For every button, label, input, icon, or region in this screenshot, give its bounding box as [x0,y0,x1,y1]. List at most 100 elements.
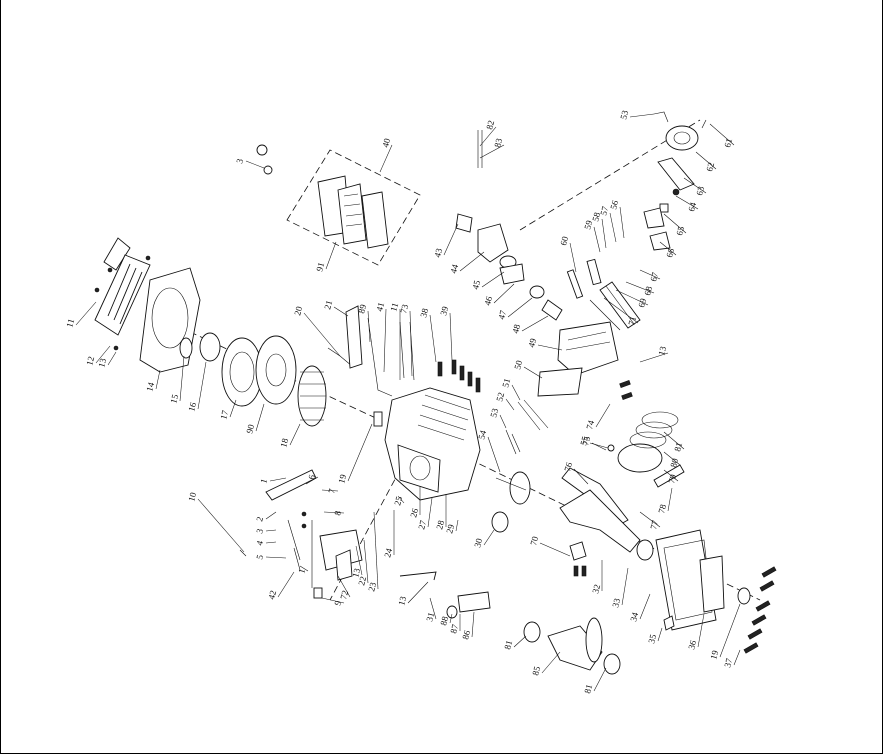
callout-leader-39 [449,312,453,361]
callout-label-46: 46 [482,295,494,307]
callout-leader-17 [229,399,237,418]
callout-label-76: 76 [562,461,574,473]
callout-label-89: 89 [356,303,368,315]
callout-label-40: 40 [380,137,392,149]
callout-leader-78 [667,487,673,512]
callout-label-24: 24 [382,547,394,559]
callout-leader-77 [639,511,661,528]
callout-leader-6 [305,476,319,485]
callout-leader-33 [621,567,629,606]
callout-leader-3 [265,529,277,532]
callout-leader-45 [481,271,505,288]
callout-leader-10 [197,498,245,553]
callout-leader-71 [603,297,639,324]
callout-label-11: 11 [64,318,76,329]
callout-label-48: 48 [510,323,522,335]
callout-leader-1 [299,565,309,572]
callout-leader-23 [373,511,379,590]
callout-leader-61 [709,123,735,146]
callout-leader-44 [459,251,485,272]
callout-label-19: 19 [708,649,720,661]
callout-leader-13 [639,352,669,363]
callout-leader-9 [321,597,345,604]
callout-leader-43 [443,223,459,256]
callout-label-1: 1 [258,478,269,485]
callout-leader-25 [397,495,405,504]
callout-label-45: 45 [470,279,482,291]
callout-label-4: 4 [254,539,265,546]
callout-label-43: 43 [432,247,444,259]
callout-leader-11 [75,301,97,326]
callout-leader-15 [179,355,185,402]
callout-leader-12 [95,345,111,364]
callout-label-3: 3 [254,527,265,534]
callout-label-37: 37 [722,657,734,669]
carburetor-assembly [455,213,584,321]
callout-label-81: 81 [582,683,594,694]
callout-leader-29 [455,519,459,532]
callout-label-42: 42 [266,589,278,600]
callout-label-61: 61 [722,137,734,148]
callout-leader-47 [507,297,533,318]
callout-label-13: 13 [656,345,668,357]
callout-leader-85 [541,651,561,674]
callout-label-44: 44 [448,263,460,275]
callout-label-47: 47 [496,309,508,321]
callout-label-85: 85 [530,665,542,677]
callout-label-88: 88 [438,615,450,627]
callout-label-49: 49 [526,337,538,349]
misc-small-parts [399,130,675,631]
callout-label-14: 14 [144,381,156,393]
callout-label-25: 25 [392,495,404,507]
callout-leader-19 [347,423,373,482]
callout-leader-56 [619,206,625,239]
callout-label-51: 51 [500,377,512,388]
callout-label-26: 26 [408,507,420,519]
callout-leader-21 [333,306,349,317]
callout-label-55: 55 [578,435,590,447]
callout-label-60: 60 [558,235,570,247]
callout-label-11: 11 [388,302,400,313]
callout-leader-86 [471,611,475,638]
callout-label-36: 36 [686,639,698,651]
flywheel-assembly [179,332,327,427]
callout-label-1: 1 [296,568,307,575]
callout-leader-76 [573,468,589,485]
callout-leader-55 [589,442,609,449]
callout-label-7: 7 [326,487,337,494]
callout-leader-13 [355,545,363,576]
callout-label-28: 28 [434,519,446,531]
callout-label-53: 53 [618,109,630,121]
callout-leader-4 [265,541,277,544]
callout-leader-88 [449,613,453,624]
callout-label-56: 56 [608,199,620,211]
callout-leader-51 [511,384,521,401]
callout-label-70: 70 [528,535,540,547]
callout-label-16: 16 [186,401,198,413]
callout-label-33: 33 [610,597,622,609]
callout-label-74: 74 [584,419,596,431]
callout-leader-67 [639,269,661,280]
callout-label-6: 6 [306,473,317,480]
callout-label-64: 64 [686,201,698,213]
callout-leader-27 [427,497,433,528]
callout-label-90: 90 [244,423,256,435]
callout-leader-83 [479,144,505,159]
callout-leader-53 [629,113,655,118]
callout-leader-80 [663,451,681,466]
callout-label-81: 81 [502,639,514,650]
callout-label-13: 13 [96,357,108,369]
callout-leader-37 [733,649,741,666]
callout-label-81: 81 [672,441,684,452]
callout-label-59: 59 [582,219,594,231]
callout-leader-1 [269,477,287,482]
callout-leader-50 [523,366,543,379]
callout-label-73: 73 [398,303,410,315]
callout-leader-79 [663,469,679,482]
callout-leader-65 [663,213,687,234]
callout-leader-57 [609,212,617,243]
callout-label-66: 66 [664,247,676,259]
callout-leader-35 [657,627,663,642]
callout-leader-59 [593,226,601,253]
